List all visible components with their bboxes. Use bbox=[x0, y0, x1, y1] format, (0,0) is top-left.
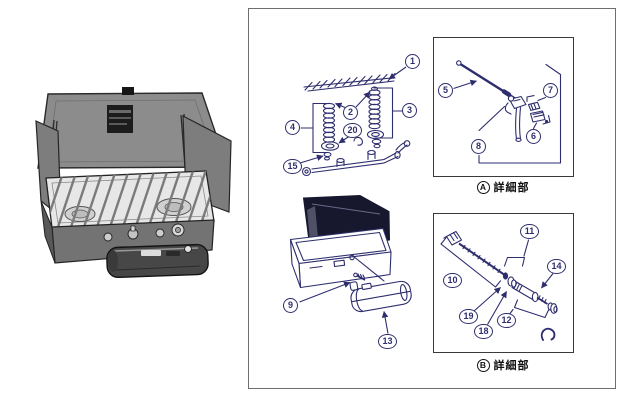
detail-a-letter-icon: A bbox=[476, 180, 490, 194]
callout-20: 20 bbox=[343, 123, 362, 138]
callout-18: 18 bbox=[474, 324, 493, 339]
detail-a-label-text: 詳細部 bbox=[493, 182, 530, 194]
detail-a-drawing bbox=[453, 60, 562, 164]
detail-b-label: B 詳細部 bbox=[433, 357, 573, 373]
stove-photo-illustration bbox=[35, 87, 232, 279]
callout-7: 7 bbox=[543, 83, 558, 98]
callout-14: 14 bbox=[547, 259, 566, 274]
callout-4: 4 bbox=[285, 120, 300, 135]
callout-11: 11 bbox=[520, 224, 539, 239]
callout-12: 12 bbox=[497, 313, 516, 328]
callout-5: 5 bbox=[438, 83, 453, 98]
detail-b-drawing bbox=[440, 230, 558, 341]
callout-8: 8 bbox=[471, 139, 486, 154]
burner-exploded-drawing bbox=[299, 66, 411, 177]
callout-1: 1 bbox=[405, 54, 420, 69]
detail-b-letter-icon: B bbox=[476, 358, 490, 372]
detail-b-label-text: 詳細部 bbox=[493, 360, 530, 372]
callout-9: 9 bbox=[283, 298, 298, 313]
callout-2: 2 bbox=[343, 105, 358, 120]
callout-19: 19 bbox=[459, 309, 478, 324]
callout-6: 6 bbox=[526, 129, 541, 144]
case-exploded-drawing bbox=[289, 194, 412, 334]
detail-a-label: A 詳細部 bbox=[433, 179, 573, 195]
callout-3: 3 bbox=[402, 103, 417, 118]
callout-15: 15 bbox=[283, 159, 302, 174]
callout-10: 10 bbox=[443, 273, 462, 288]
callout-13: 13 bbox=[378, 334, 397, 349]
